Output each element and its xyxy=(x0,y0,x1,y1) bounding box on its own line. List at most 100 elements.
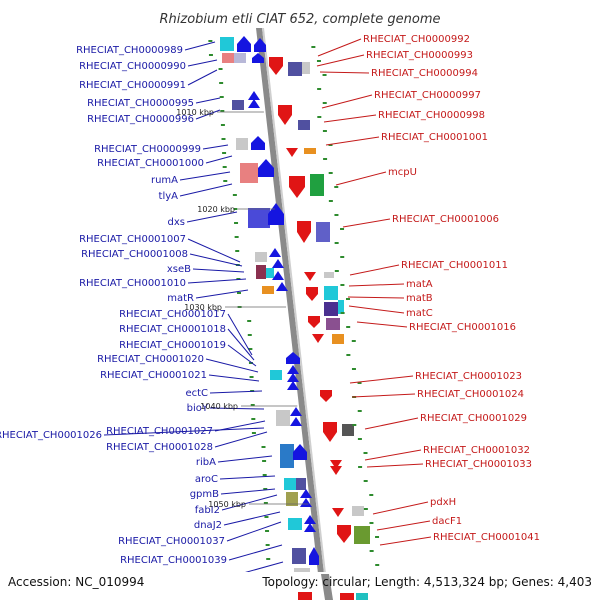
gene-label: RHECIAT_CH0001027 xyxy=(106,426,213,437)
reverse-gene xyxy=(330,466,342,475)
leader-line xyxy=(187,59,218,67)
gene-label: mcpU xyxy=(388,167,417,178)
leader-line xyxy=(227,344,257,367)
reverse-gene xyxy=(312,334,324,343)
leader-line xyxy=(349,264,400,276)
scale-mark-label: 1040 kbp xyxy=(200,402,238,411)
tick-dash xyxy=(311,46,316,48)
gene-label: tlyA xyxy=(159,191,179,202)
tick-dash xyxy=(317,88,322,90)
leader-line xyxy=(227,313,253,356)
tick-dash xyxy=(265,530,270,532)
forward-gene xyxy=(293,444,307,460)
gene-label: RHECIAT_CH0000996 xyxy=(87,114,194,125)
backbone-tail xyxy=(298,574,368,600)
gene-label: rumA xyxy=(151,175,178,186)
leader-line xyxy=(379,536,432,546)
gene-label: RHECIAT_CH0001041 xyxy=(433,532,540,543)
gene-label: RHECIAT_CH0001017 xyxy=(119,309,226,320)
tick-dash xyxy=(363,508,368,510)
tick-dash xyxy=(340,312,345,314)
gene-label: matR xyxy=(167,293,194,304)
scale-mark-label: 1030 kbp xyxy=(184,303,222,312)
tick-dash xyxy=(346,298,350,300)
leader-line xyxy=(364,417,419,430)
leader-line xyxy=(103,427,265,436)
gene-block xyxy=(316,222,330,242)
tick-dash xyxy=(232,194,237,196)
forward-gene xyxy=(254,38,266,52)
gene-label: RHECIAT_CH0001008 xyxy=(81,249,188,260)
gene-block xyxy=(298,120,310,130)
gene-block xyxy=(280,444,294,468)
gene-label: RHECIAT_CH0001029 xyxy=(420,413,527,424)
gene-block xyxy=(262,286,274,294)
forward-gene xyxy=(252,53,264,63)
forward-gene xyxy=(300,489,312,498)
leader-line xyxy=(208,374,260,382)
tick-dash xyxy=(263,502,268,504)
forward-gene xyxy=(248,99,260,108)
gene-label: matB xyxy=(406,293,433,304)
leader-line xyxy=(184,41,216,51)
gene-block xyxy=(302,62,310,74)
gene-label: RHECIAT_CH0000991 xyxy=(79,80,186,91)
reverse-gene xyxy=(286,148,298,157)
leader-line xyxy=(205,358,259,373)
tick-dash xyxy=(375,536,380,538)
gene-label: pdxH xyxy=(430,497,456,508)
gene-block xyxy=(296,478,306,490)
tick-dash xyxy=(220,124,225,126)
tick-dash xyxy=(208,40,213,42)
tick-dash xyxy=(263,488,268,490)
leader-line xyxy=(209,407,265,410)
tick-dash xyxy=(346,354,351,356)
gene-label: RHECIAT_CH0001019 xyxy=(119,340,226,351)
forward-gene xyxy=(272,259,284,268)
gene-features xyxy=(220,36,370,572)
gene-label: RHECIAT_CH0001000 xyxy=(97,158,204,169)
tick-dash xyxy=(248,362,253,364)
gene-label: gpmB xyxy=(190,489,219,500)
gene-label: RHECIAT_CH0000989 xyxy=(76,45,183,56)
leader-line xyxy=(192,268,245,273)
tick-dash xyxy=(340,256,345,258)
reverse-gene xyxy=(289,176,305,198)
leader-line xyxy=(220,488,276,495)
gene-label: ribA xyxy=(196,457,216,468)
gene-label: RHECIAT_CH0000990 xyxy=(79,61,186,72)
gene-block xyxy=(234,53,246,63)
reverse-gene xyxy=(297,221,311,243)
tick-dash xyxy=(358,466,363,468)
tick-dash xyxy=(317,116,322,118)
tick-dash xyxy=(251,418,256,420)
gene-block xyxy=(324,286,338,300)
leader-line xyxy=(202,144,229,150)
tick-dash xyxy=(222,152,227,154)
leader-line xyxy=(321,94,373,109)
leader-line xyxy=(316,54,365,67)
leader-line xyxy=(195,109,221,120)
tick-dash xyxy=(322,74,327,76)
leader-line xyxy=(323,114,377,123)
tick-dash xyxy=(369,550,374,552)
leader-line xyxy=(187,278,247,284)
leader-line xyxy=(376,520,431,531)
tick-dash xyxy=(247,320,252,322)
gene-label: RHECIAT_CH0000997 xyxy=(374,90,481,101)
tick-dash xyxy=(340,228,345,230)
leader-line xyxy=(342,218,391,228)
tick-dash xyxy=(334,186,339,188)
gene-label: RHECIAT_CH0000992 xyxy=(363,34,470,45)
gene-block xyxy=(304,148,316,154)
tick-dash xyxy=(221,138,226,140)
leader-line xyxy=(186,211,238,223)
map-title: Rhizobium etli CIAT 652, complete genome xyxy=(160,12,441,27)
gene-block xyxy=(326,318,340,330)
tick-dash xyxy=(322,130,327,132)
reverse-gene xyxy=(337,525,351,543)
gene-block xyxy=(342,424,354,436)
gene-block xyxy=(240,163,258,183)
gene-label: RHECIAT_CH0001007 xyxy=(79,234,186,245)
